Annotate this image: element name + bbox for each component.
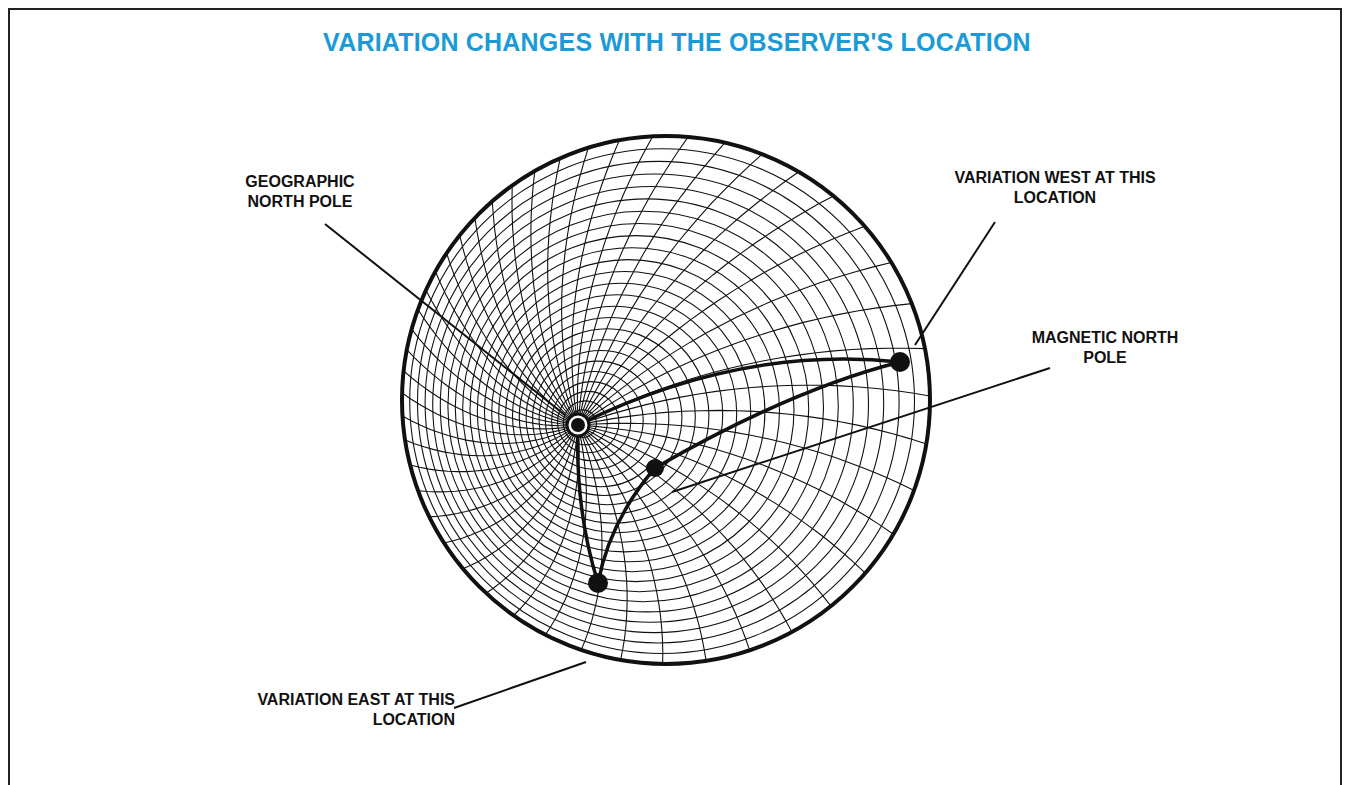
meridian-line (426, 290, 578, 425)
meridian-line (578, 425, 706, 661)
meridian-line (572, 140, 620, 425)
meridian-line (444, 425, 578, 543)
meridian-line (578, 425, 602, 650)
meridian-line (412, 329, 578, 425)
location-label: VARIATION WEST AT THIS LOCATION (935, 168, 1175, 208)
meridian-line (578, 425, 627, 660)
meridian-line (578, 425, 893, 534)
meridian-line (407, 350, 578, 426)
meridian-line (578, 425, 865, 573)
pole-label: GEOGRAPHIC NORTH POLE (215, 172, 385, 212)
meridian-line (512, 185, 578, 425)
meridian-line (562, 148, 589, 425)
meridian-line (578, 423, 914, 490)
latitude-line (402, 136, 930, 664)
meridian-line (418, 310, 578, 426)
meridian-line (578, 425, 750, 650)
latitude-line (526, 340, 682, 496)
meridian-line (578, 385, 930, 425)
meridian-line (578, 348, 925, 425)
meridian-line (531, 171, 578, 425)
latitude-line (492, 283, 751, 542)
latitude-line (463, 236, 809, 582)
meridian-line (578, 226, 865, 425)
meridian-line (486, 425, 578, 593)
location-label: VARIATION EAST AT THIS LOCATION (205, 690, 455, 730)
meridian-line (435, 272, 578, 426)
diagram-title: VARIATION CHANGES WITH THE OBSERVER'S LO… (0, 28, 1354, 57)
meridian-line (578, 196, 834, 425)
meridian-line (463, 425, 578, 569)
meridian-line (403, 416, 579, 443)
meridian-line (514, 425, 580, 616)
latitude-line (499, 295, 737, 533)
latitude-line (470, 248, 794, 572)
latitude-line (539, 361, 656, 478)
latitude-line (425, 174, 884, 633)
pole-label: MAGNETIC NORTH POLE (1030, 328, 1180, 368)
